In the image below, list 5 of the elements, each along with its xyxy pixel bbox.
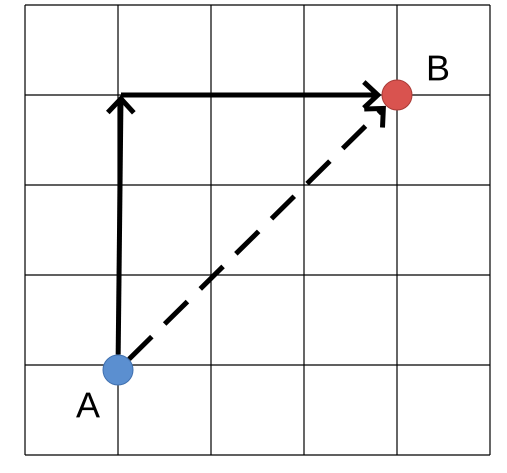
arrow <box>106 95 136 355</box>
point-label: A <box>76 392 100 418</box>
point-label: B <box>428 56 448 80</box>
arrow <box>127 106 386 361</box>
arrow <box>121 80 382 110</box>
